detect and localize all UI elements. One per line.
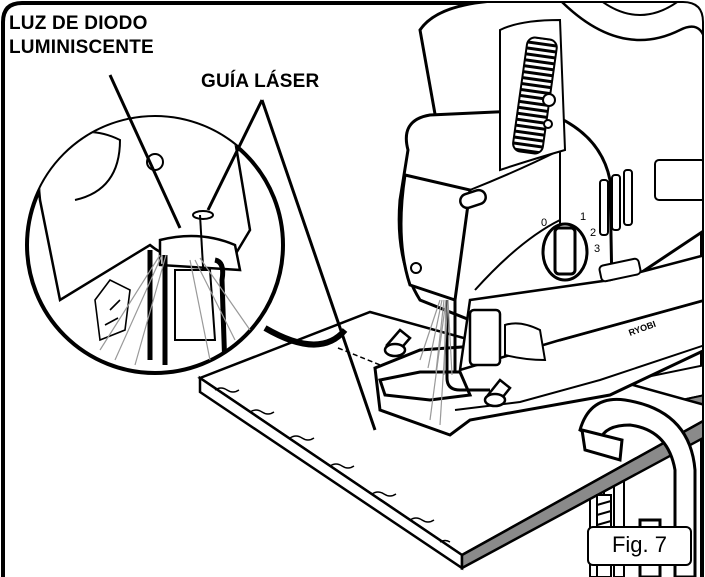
led-rays <box>419 299 453 426</box>
svg-text:0: 0 <box>541 217 547 229</box>
screw <box>543 119 553 129</box>
svg-text:2: 2 <box>590 227 596 239</box>
svg-text:3: 3 <box>594 243 600 255</box>
base-shoe <box>373 253 702 437</box>
screw <box>410 262 422 274</box>
callout-led-light-line1: LUZ DE DIODO <box>9 13 148 34</box>
magnifier-inset <box>25 115 348 375</box>
callout-led-light-line2: LUMINISCENTE <box>9 37 154 58</box>
screw <box>542 93 556 107</box>
bevel-indicator <box>459 188 487 210</box>
figure-label: Fig. 7 <box>587 526 692 566</box>
svg-text:1: 1 <box>580 211 586 223</box>
vent-slots <box>599 169 633 236</box>
leader-lines <box>108 74 377 431</box>
blade-guard <box>445 300 502 392</box>
knob <box>383 328 512 408</box>
orbital-knob: 0 1 2 3 <box>541 211 600 282</box>
callout-laser-guide: GUÍA LÁSER <box>201 71 320 92</box>
